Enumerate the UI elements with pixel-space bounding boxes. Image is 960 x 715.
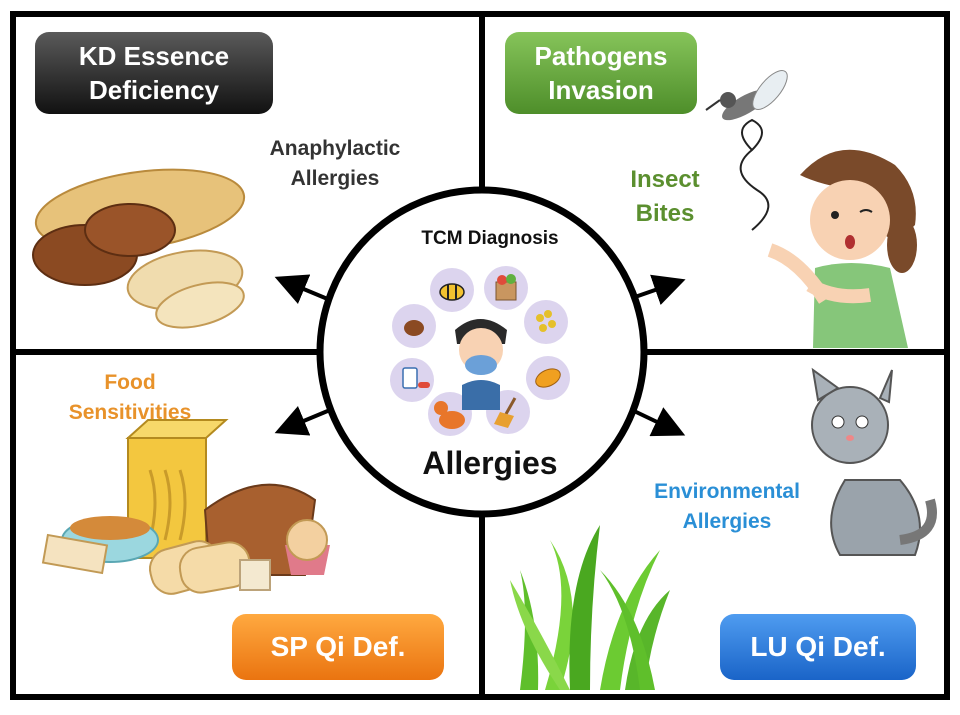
pills-icon xyxy=(390,358,434,402)
pathogens-badge: Pathogens Invasion xyxy=(505,32,697,114)
bread-cereal-food-icon xyxy=(41,419,330,595)
peanuts-icon xyxy=(32,168,246,329)
arrow-bottom-left xyxy=(274,406,331,436)
girl-scratching-icon xyxy=(767,149,917,348)
sp-qi-badge: SP Qi Def. xyxy=(232,614,444,680)
dust-mite-icon xyxy=(392,304,436,348)
food-sensitivities-label: Food Sensitivities xyxy=(68,371,192,424)
bacteria-icon xyxy=(526,356,570,400)
center-icons xyxy=(390,266,570,436)
kd-essence-badge: KD Essence Deficiency xyxy=(35,32,273,114)
grass-icon xyxy=(510,525,670,690)
arrow-bottom-right xyxy=(631,407,686,437)
environmental-allergies-label: Environmental Allergies xyxy=(654,480,800,533)
tcm-diagnosis-title: TCM Diagnosis xyxy=(421,228,559,249)
arrow-top-right xyxy=(631,274,686,305)
mosquito-icon xyxy=(705,70,788,231)
insect-bites-label: Insect Bites xyxy=(630,166,700,227)
pollen-icon xyxy=(524,300,568,344)
cat-icon xyxy=(428,392,472,436)
grocery-bag-icon xyxy=(484,266,528,310)
sneezing-person-icon xyxy=(455,319,507,410)
allergies-title: Allergies xyxy=(422,445,558,481)
arrow-top-left xyxy=(274,274,331,304)
anaphylactic-label: Anaphylactic Allergies xyxy=(269,137,401,190)
bee-icon xyxy=(430,268,474,312)
cat-icon xyxy=(811,367,937,556)
lu-qi-badge: LU Qi Def. xyxy=(720,614,916,680)
